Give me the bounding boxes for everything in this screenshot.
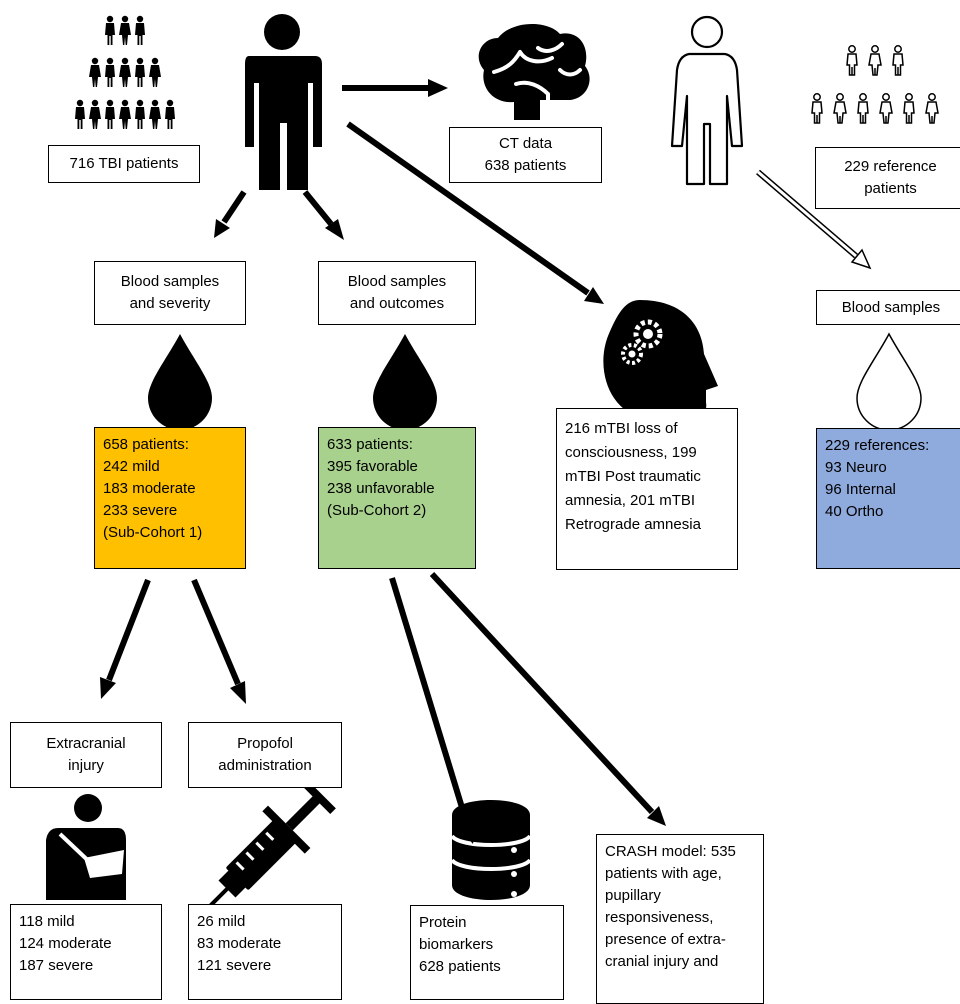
references-line: 96 Internal xyxy=(825,481,896,498)
crash-box: CRASH model: 535 patients with age, pupi… xyxy=(596,834,764,1004)
crash-line: responsiveness, xyxy=(605,909,714,926)
drop-outline-icon xyxy=(856,332,922,431)
protein-line: Protein xyxy=(419,914,467,931)
propofol-box: Propofol administration xyxy=(188,722,342,788)
extracranial-line1: Extracranial xyxy=(46,735,126,752)
mtbi-line: 216 mTBI loss of xyxy=(565,420,678,437)
sub-cohort-1-line: 658 patients: xyxy=(103,436,189,453)
blood-severity-line2: and severity xyxy=(129,295,211,312)
blood-outcomes-line2: and outcomes xyxy=(349,295,445,312)
propofol-counts-box: 26 mild 83 moderate 121 severe xyxy=(188,904,342,1000)
mtbi-line: Retrograde amnesia xyxy=(565,516,701,533)
blood-drop-icon xyxy=(373,334,437,430)
protein-line: 628 patients xyxy=(419,958,501,975)
reference-unit: patients xyxy=(864,180,917,197)
blood-outcomes-line1: Blood samples xyxy=(347,273,447,290)
mtbi-line: consciousness, 199 xyxy=(565,444,697,461)
blood-outcomes-box: Blood samples and outcomes xyxy=(318,261,476,325)
sub-cohort-1-line: 233 severe xyxy=(103,502,178,519)
person-solid-icon xyxy=(245,14,322,190)
person-outline-icon xyxy=(670,15,744,186)
ct-count: 638 patients xyxy=(484,157,567,174)
crash-line: presence of extra- xyxy=(605,931,726,948)
reference-patients-box: 229 reference patients xyxy=(815,147,960,209)
tbi-count-label: 716 TBI patients xyxy=(69,155,179,172)
propofol-count-line: 121 severe xyxy=(197,957,272,974)
sub-cohort-2-line: 395 favorable xyxy=(327,458,418,475)
people-pyramid-icon xyxy=(75,15,175,129)
extracranial-count-line: 187 severe xyxy=(19,957,94,974)
propofol-line1: Propofol xyxy=(237,735,293,752)
references-line: 93 Neuro xyxy=(825,459,887,476)
crash-line: cranial injury and xyxy=(605,953,719,970)
brain-icon xyxy=(478,23,590,120)
arrows xyxy=(100,79,666,844)
blood-reference-box: Blood samples xyxy=(816,290,960,325)
blood-severity-line1: Blood samples xyxy=(120,273,220,290)
sub-cohort-2-line: 633 patients: xyxy=(327,436,413,453)
sub-cohort-1-line: 183 moderate xyxy=(103,480,196,497)
arrow-to-propofol xyxy=(191,578,241,686)
arrow-to-blood-outcomes xyxy=(302,190,334,226)
propofol-count-line: 83 moderate xyxy=(197,935,282,952)
blood-drop-icon xyxy=(148,334,212,430)
mtbi-line: amnesia, 201 mTBI xyxy=(565,492,696,509)
extracranial-counts-box: 118 mild 124 moderate 187 severe xyxy=(10,904,162,1000)
mtbi-line: mTBI Post traumatic xyxy=(565,468,701,485)
syringe-icon xyxy=(204,780,336,912)
mtbi-box: 216 mTBI loss of consciousness, 199 mTBI… xyxy=(556,408,738,570)
sub-cohort-1-box: 658 patients: 242 mild 183 moderate 233 … xyxy=(94,427,246,569)
arrow-to-protein xyxy=(389,577,470,825)
extracranial-count-line: 124 moderate xyxy=(19,935,112,952)
extracranial-box: Extracranial injury xyxy=(10,722,162,788)
protein-box: Protein biomarkers 628 patients xyxy=(410,905,564,1000)
extracranial-line2: injury xyxy=(68,757,104,774)
arrow-to-blood-severity xyxy=(221,190,247,224)
head-gears-icon xyxy=(603,300,718,436)
blood-severity-box: Blood samples and severity xyxy=(94,261,246,325)
sub-cohort-2-box: 633 patients: 395 favorable 238 unfavora… xyxy=(318,427,476,569)
references-line: 40 Ortho xyxy=(825,503,884,520)
tbi-count-box: 716 TBI patients xyxy=(48,145,200,183)
people-outline-pyramid-icon xyxy=(811,45,939,124)
arrow-to-reference-blood xyxy=(756,169,872,270)
crash-line: pupillary xyxy=(605,887,661,904)
crash-line: CRASH model: 535 xyxy=(605,843,736,860)
arrow-to-crash xyxy=(429,571,655,815)
sub-cohort-2-line: 238 unfavorable xyxy=(327,480,435,497)
reference-count: 229 reference xyxy=(844,158,937,175)
propofol-line2: administration xyxy=(218,757,312,774)
ct-label: CT data xyxy=(498,135,553,152)
arrow-to-mtbi xyxy=(346,121,590,296)
references-box: 229 references: 93 Neuro 96 Internal 40 … xyxy=(816,428,960,569)
protein-line: biomarkers xyxy=(419,936,494,953)
references-line: 229 references: xyxy=(825,437,930,454)
sub-cohort-1-line: 242 mild xyxy=(103,458,160,475)
sub-cohort-1-line: (Sub-Cohort 1) xyxy=(103,524,203,541)
arrow-to-extracranial xyxy=(106,578,151,682)
crash-line: patients with age, xyxy=(605,865,722,882)
extracranial-count-line: 118 mild xyxy=(19,913,75,930)
sub-cohort-2-line: (Sub-Cohort 2) xyxy=(327,502,427,519)
propofol-count-line: 26 mild xyxy=(197,913,246,930)
blood-reference-label: Blood samples xyxy=(841,298,941,316)
arm-sling-icon xyxy=(46,794,126,900)
ct-data-box: CT data 638 patients xyxy=(449,127,602,183)
